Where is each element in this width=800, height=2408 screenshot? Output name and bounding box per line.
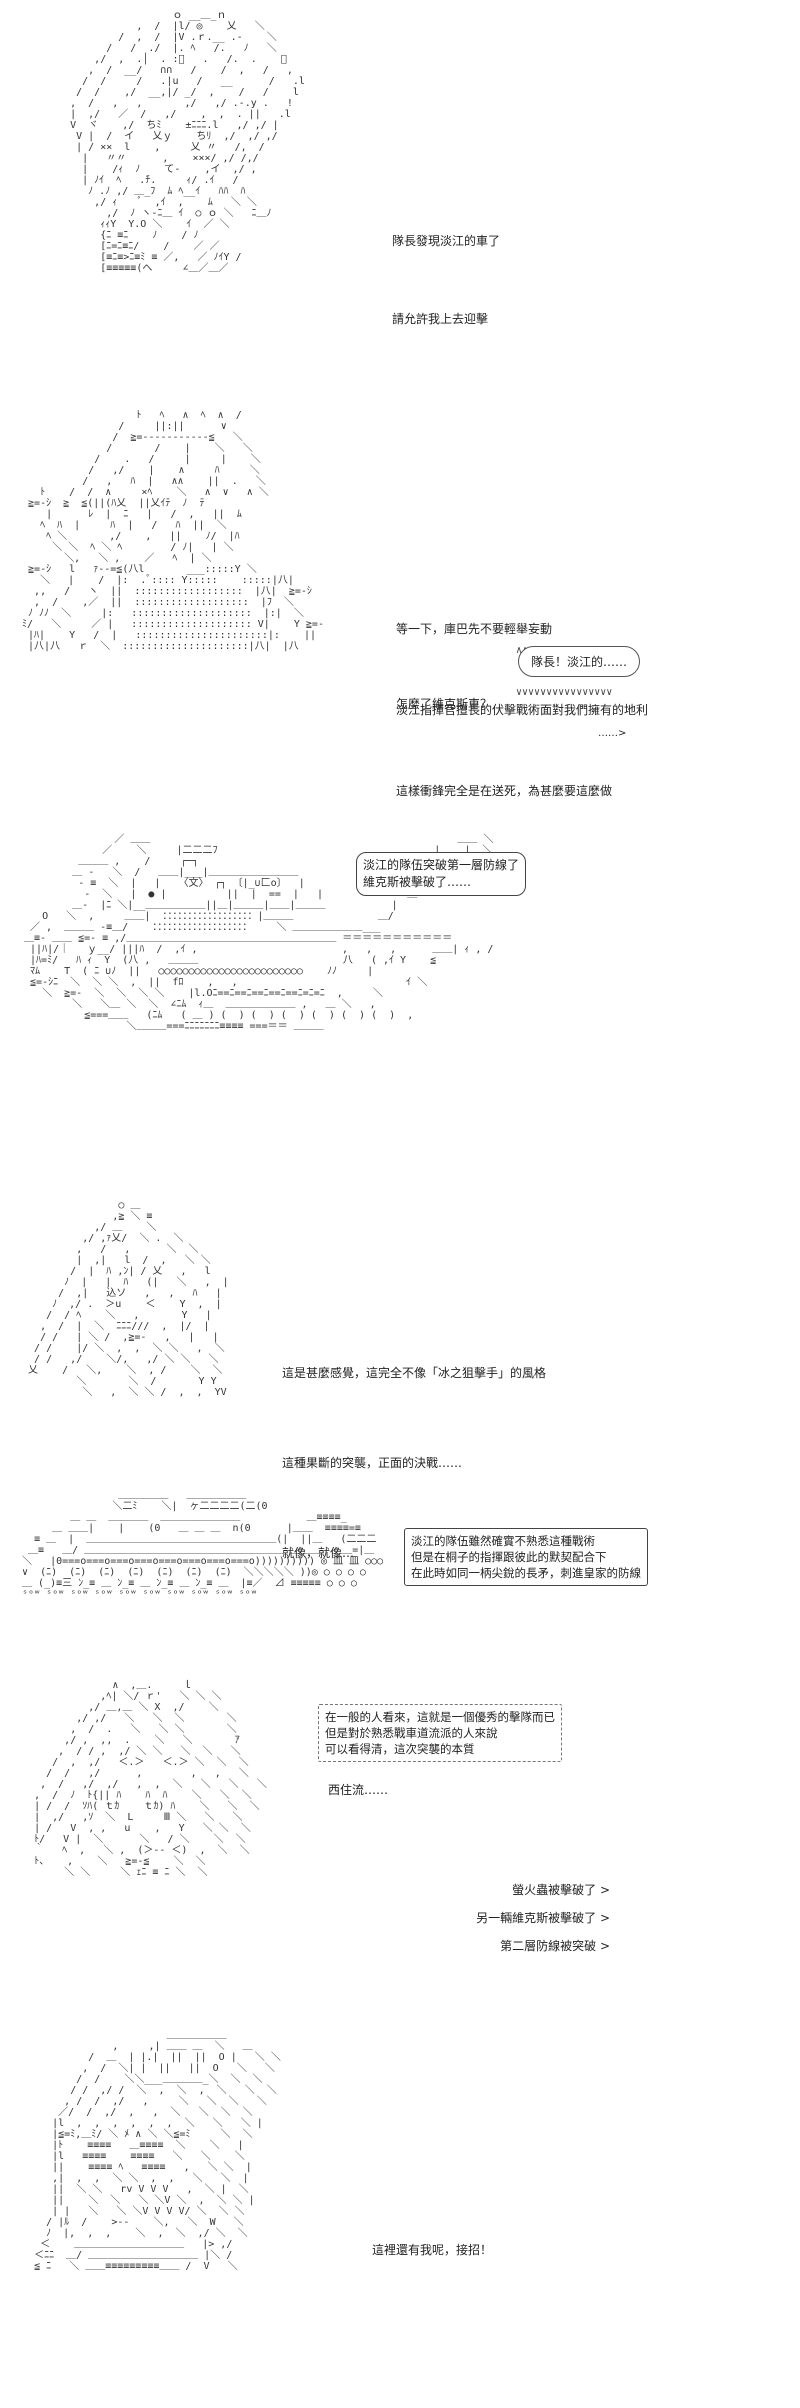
shout-burst-bottom: ∨∨∨∨∨∨∨∨∨∨∨∨∨∨∨∨ (516, 687, 613, 698)
narration-line: 在此時如同一柄尖銳的長矛，刺進皇家的防線 (411, 1566, 641, 1580)
character-art-1: ｏ __＿_ｎ , / |l/ ◎ 乂 ＼ / , / |V .ｒ.__ .- … (70, 10, 305, 274)
shout-bubble: 隊長！淡江的…… (518, 646, 641, 677)
dialogue-line: 這樣衝鋒完全是在送死，為甚麼要這麼做 (396, 784, 613, 798)
panel-7: ＿＿＿＿＿＿ , ,| ＿＿ ＿ ＼ ＿ / ＿ | |.| || || O |… (0, 2020, 800, 2408)
dialogue-line: 淡江指揮官擅長的伏擊戰術面對我們擁有的地利 (396, 703, 649, 717)
panel-4-dialogue: 這是甚麼感覺，這完全不像「冰之狙擊手」的風格 這種果斷的突襲，正面的決戰…… 就… (282, 1298, 546, 1628)
report-line: 螢火蟲被擊破了 > (512, 1883, 610, 1897)
narration-line: 但是對於熟悉戰車道流派的人來說 (325, 1726, 498, 1740)
panel-2-question: 怎麼了維克斯車？ (396, 697, 493, 711)
panel-2-trail: ……> (598, 728, 627, 739)
dialogue-line: 這是甚麼感覺，這完全不像「冰之狙擊手」的風格 (282, 1366, 547, 1380)
speech-bubble: 淡江的隊伍突破第一層防線了 維克斯被擊破了…… (356, 852, 527, 896)
panel-2: ﾄ ﾍ ∧ ﾍ ∧ / / ||:|| ∨ / ≧=-----------≦ ＼… (0, 340, 800, 879)
narration-box: 淡江的隊伍雖然確實不熟悉這種戰術 但是在桐子的指揮跟彼此的默契配合下 在此時如同… (404, 1528, 648, 1586)
narration-line: 但是在桐子的指揮跟彼此的默契配合下 (411, 1550, 607, 1564)
battle-report: 另一輛維克斯被擊破了 > (420, 1848, 610, 1988)
report-line: 另一輛維克斯被擊破了 > (476, 1911, 610, 1925)
battle-report: 螢火蟲被擊破了 > (470, 1820, 610, 1960)
bubble-line: 維克斯被擊破了…… (363, 875, 472, 889)
narration-box-dashed: 在一般的人看來，這就是一個優秀的擊隊而已 但是對於熟悉戰車道流派的人來說 可以看… (318, 1704, 562, 1762)
panel-6-aside: 西住流…… (328, 1783, 389, 1797)
panel-1: ｏ __＿_ｎ , / |l/ ◎ 乂 ＼ / , / |V .ｒ.__ .- … (0, 0, 800, 340)
panel-6: ∧ ,＿. ｌ ,ﾍ| ＼/ ｒ' ＼ ＼ ＼ ,/ ＿,＿ ＼ X ,/ ＼ … (0, 1680, 800, 2020)
panel-1-dialogue: 隊長發現淡江的車了 請允許我上去迎擊 (392, 176, 500, 384)
dialogue-line: 這種果斷的突襲，正面的決戰…… (282, 1456, 463, 1470)
report-line: 第二層防線被突破 > (500, 1939, 610, 1953)
narration-line: 淡江的隊伍雖然確實不熟悉這種戰術 (411, 1534, 595, 1548)
character-art-5: ＿＿＿＿＿＿ , ,| ＿＿ ＿ ＼ ＿ / ＿ | |.| || || O |… (34, 2030, 281, 2272)
character-art-3: ○ ＿ ,≧ ＼ ≡ ,/ ＿ ＼ ,/ ,ｧ乂/ ＼ . ＼ , / , ＼ … (28, 1200, 229, 1398)
dialogue-line: 等一下，庫巴先不要輕舉妄動 (396, 622, 553, 636)
character-art-4: ∧ ,＿. ｌ ,ﾍ| ＼/ ｒ' ＼ ＼ ＼ ,/ ＿,＿ ＼ X ,/ ＼ … (34, 1680, 267, 1878)
tank-art-1: ／ ＿＿ ＿＿ ＼ ／ ＼ |二二二ﾌ | | ＼ ＿＿＿ , / ┌─┐ (24, 834, 494, 1032)
panel-7-dialogue: 這裡還有我呢，接招！ (372, 2210, 492, 2290)
dialogue-line: 請允許我上去迎擊 (392, 312, 489, 326)
dialogue-line: 就像，就像… (282, 1546, 355, 1560)
tank-art-2: ＿＿＿＿＿ ＿＿＿＿＿＿ ＼二ﾐ ＼| ヶ二二二二(二(0 ＿ ＿ ＿＿＿＿ ＿… (22, 1490, 384, 1600)
narration-line: 可以看得清，這次突襲的本質 (325, 1742, 475, 1756)
character-art-2: ﾄ ﾍ ∧ ﾍ ∧ / / ||:|| ∨ / ≧=-----------≦ ＼… (22, 410, 324, 652)
panel-5: ＿＿＿＿＿ ＿＿＿＿＿＿ ＼二ﾐ ＼| ヶ二二二二(二(0 ＿ ＿ ＿＿＿＿ ＿… (0, 1490, 800, 1680)
panel-4: ○ ＿ ,≧ ＼ ≡ ,/ ＿ ＼ ,/ ,ｧ乂/ ＼ . ＼ , / , ＼ … (0, 1200, 800, 1560)
battle-report: 第二層防線被突破 > (440, 1876, 610, 2016)
dialogue-line: 這裡還有我呢，接招！ (372, 2243, 493, 2257)
narration-line: 在一般的人看來，這就是一個優秀的擊隊而已 (325, 1710, 555, 1724)
bubble-line: 淡江的隊伍突破第一層防線了 (363, 858, 520, 872)
panel-3: ／ ＿＿ ＿＿ ＼ ／ ＼ |二二二ﾌ | | ＼ ＿＿＿ , / ┌─┐ (0, 820, 800, 1200)
dialogue-line: 隊長發現淡江的車了 (392, 234, 501, 248)
